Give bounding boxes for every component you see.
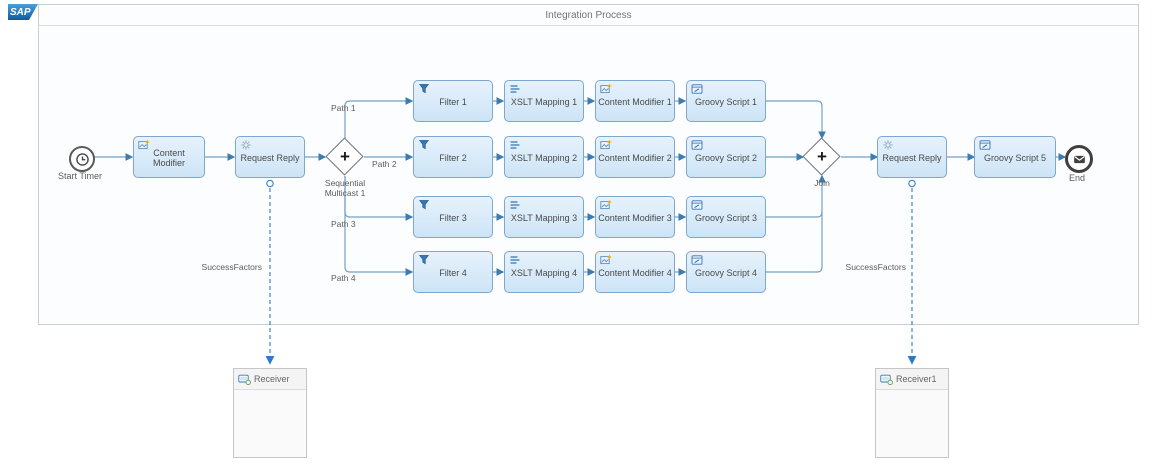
path-3-label: Path 3	[331, 219, 356, 229]
mapping-icon	[509, 139, 521, 151]
filter-icon	[418, 254, 430, 266]
mapping-icon	[509, 199, 521, 211]
task-xslt-mapping-1[interactable]: XSLT Mapping 1	[504, 80, 584, 122]
pool-title: Integration Process	[545, 9, 632, 21]
task-label: Groovy Script 2	[694, 153, 758, 163]
task-label: Groovy Script 4	[694, 268, 758, 278]
task-label: Request Reply	[882, 153, 942, 163]
task-groovy-script-5[interactable]: Groovy Script 5	[974, 136, 1056, 178]
plus-icon: +	[340, 147, 350, 166]
task-label: Filter 2	[439, 153, 467, 163]
task-label: Content Modifier 4	[598, 268, 672, 278]
receiver-icon	[238, 374, 251, 385]
content-modifier-icon	[600, 139, 612, 151]
content-modifier-icon	[138, 139, 150, 151]
script-icon	[979, 139, 991, 151]
task-groovy-script-2[interactable]: Groovy Script 2	[686, 136, 766, 178]
participant-receiver[interactable]: Receiver	[233, 368, 307, 458]
task-label: Content Modifier 2	[598, 153, 672, 163]
gear-icon	[240, 139, 252, 151]
task-label: Groovy Script 3	[694, 213, 758, 223]
sap-logo: SAP	[8, 4, 38, 20]
script-icon	[691, 254, 703, 266]
task-label: Content Modifier	[152, 148, 185, 168]
task-xslt-mapping-2[interactable]: XSLT Mapping 2	[504, 136, 584, 178]
filter-icon	[418, 139, 430, 151]
start-timer-label: Start Timer	[57, 171, 102, 181]
message-flow-left-label: SuccessFactors	[201, 262, 262, 272]
task-label: Filter 1	[439, 97, 467, 107]
task-content-modifier-1[interactable]: Content Modifier 1	[595, 80, 675, 122]
participant-label: Receiver	[254, 374, 290, 384]
script-icon	[691, 83, 703, 95]
task-content-modifier-3[interactable]: Content Modifier 3	[595, 196, 675, 238]
task-groovy-script-3[interactable]: Groovy Script 3	[686, 196, 766, 238]
task-xslt-mapping-4[interactable]: XSLT Mapping 4	[504, 251, 584, 293]
message-flow-right-label: SuccessFactors	[845, 262, 906, 272]
filter-icon	[418, 83, 430, 95]
task-content-modifier-4[interactable]: Content Modifier 4	[595, 251, 675, 293]
content-modifier-icon	[600, 83, 612, 95]
task-label: XSLT Mapping 4	[510, 268, 578, 278]
task-label: Filter 4	[439, 268, 467, 278]
content-modifier-icon	[600, 199, 612, 211]
path-2-label: Path 2	[372, 159, 397, 169]
timer-icon	[75, 152, 90, 167]
start-timer-event[interactable]	[69, 146, 95, 172]
plus-icon: +	[817, 147, 827, 166]
participant-header: Receiver1	[876, 369, 948, 390]
task-request-reply-left[interactable]: Request Reply	[235, 136, 305, 178]
mapping-icon	[509, 254, 521, 266]
task-label: Filter 3	[439, 213, 467, 223]
gear-icon	[882, 139, 894, 151]
mapping-icon	[509, 83, 521, 95]
task-filter-1[interactable]: Filter 1	[413, 80, 493, 122]
end-label: End	[1068, 173, 1085, 183]
task-groovy-script-1[interactable]: Groovy Script 1	[686, 80, 766, 122]
filter-icon	[418, 199, 430, 211]
receiver-icon	[880, 374, 893, 385]
script-icon	[691, 199, 703, 211]
task-filter-4[interactable]: Filter 4	[413, 251, 493, 293]
task-xslt-mapping-3[interactable]: XSLT Mapping 3	[504, 196, 584, 238]
pool-header: Integration Process	[39, 5, 1138, 26]
task-label: Request Reply	[240, 153, 300, 163]
task-groovy-script-4[interactable]: Groovy Script 4	[686, 251, 766, 293]
join-label: Join	[814, 178, 830, 188]
participant-header: Receiver	[234, 369, 306, 390]
path-1-label: Path 1	[331, 103, 356, 113]
participant-receiver1[interactable]: Receiver1	[875, 368, 949, 458]
content-modifier-icon	[600, 254, 612, 266]
task-label: Groovy Script 1	[694, 97, 758, 107]
task-label: Content Modifier 1	[598, 97, 672, 107]
task-request-reply-right[interactable]: Request Reply	[877, 136, 947, 178]
task-label: XSLT Mapping 2	[510, 153, 578, 163]
task-filter-3[interactable]: Filter 3	[413, 196, 493, 238]
task-label: XSLT Mapping 1	[510, 97, 578, 107]
envelope-icon	[1072, 152, 1087, 167]
task-filter-2[interactable]: Filter 2	[413, 136, 493, 178]
task-content-modifier-2[interactable]: Content Modifier 2	[595, 136, 675, 178]
path-4-label: Path 4	[331, 273, 356, 283]
task-label: Groovy Script 5	[983, 153, 1047, 163]
task-label: XSLT Mapping 3	[510, 213, 578, 223]
participant-label: Receiver1	[896, 374, 937, 384]
multicast-label: Sequential Multicast 1	[324, 178, 366, 198]
script-icon	[691, 139, 703, 151]
task-content-modifier[interactable]: Content Modifier	[133, 136, 205, 178]
end-event[interactable]	[1065, 145, 1093, 173]
sap-logo-text: SAP	[10, 6, 31, 18]
task-label: Content Modifier 3	[598, 213, 672, 223]
